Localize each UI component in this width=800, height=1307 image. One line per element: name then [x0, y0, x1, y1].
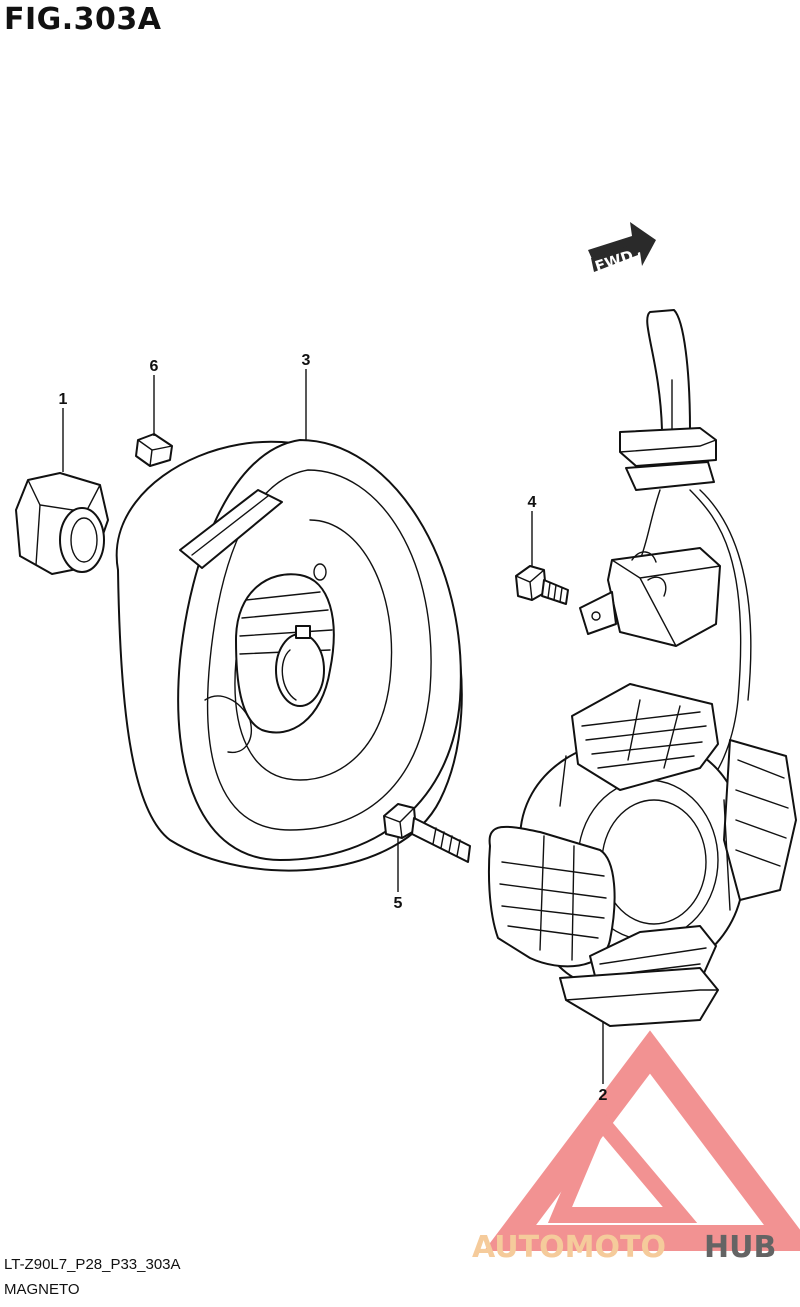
callout-2: 2	[599, 1087, 608, 1104]
callout-3: 3	[302, 352, 311, 369]
callout-1: 1	[59, 391, 68, 408]
figure-code: LT-Z90L7_P28_P33_303A	[4, 1256, 181, 1273]
part-5-bolt	[383, 803, 471, 863]
callout-4: 4	[528, 494, 537, 511]
watermark-text-automoto: AUTOMOTO	[472, 1230, 666, 1265]
part-2-stator	[487, 309, 797, 1027]
part-6-key	[135, 433, 173, 467]
watermark-text-hub: HUB	[704, 1230, 776, 1265]
part-4-bolt	[515, 565, 569, 605]
figure-caption: MAGNETO	[4, 1281, 80, 1298]
callout-5: 5	[394, 895, 403, 912]
automotohub-watermark-logo: AUTOMOTO HUB	[472, 1030, 800, 1265]
part-3-rotor	[115, 439, 463, 872]
part-1-nut	[15, 472, 109, 575]
fwd-arrow: FWD	[588, 222, 656, 276]
figure-title: FIG.303A	[4, 2, 162, 37]
leader-lines	[62, 369, 604, 1084]
callout-6: 6	[150, 358, 159, 375]
